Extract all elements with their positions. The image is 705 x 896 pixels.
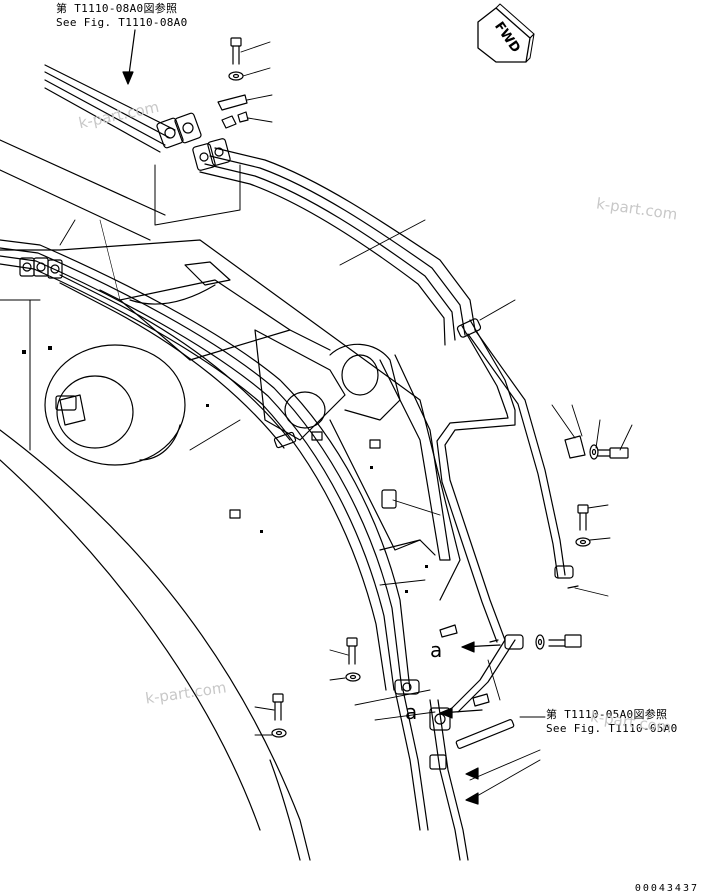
hydraulic-tubes-boom bbox=[0, 239, 411, 691]
document-number: 00043437 bbox=[634, 883, 699, 894]
hydraulic-tubes-upper bbox=[44, 64, 476, 346]
reference-note-bottom: 第 T1110-05A0図参照 See Fig. T1110-05A0 bbox=[546, 708, 678, 736]
boom-foot-boss bbox=[44, 344, 186, 466]
reference-note-top-en: See Fig. T1110-08A0 bbox=[56, 16, 188, 29]
lower-fittings bbox=[394, 634, 524, 770]
reference-bracket-top bbox=[154, 164, 241, 226]
hydraulic-tubes-lower bbox=[394, 639, 516, 861]
bolt-icon bbox=[230, 37, 629, 721]
reference-arrows bbox=[122, 29, 501, 805]
clamp-icon bbox=[273, 318, 574, 579]
reference-note-bottom-en: See Fig. T1110-05A0 bbox=[546, 722, 678, 735]
washer-icon bbox=[228, 71, 599, 738]
reference-note-top: 第 T1110-08A0図参照 See Fig. T1110-08A0 bbox=[56, 2, 188, 30]
boom-body bbox=[0, 139, 461, 861]
boom-top-plate bbox=[99, 261, 331, 361]
mounting-holes bbox=[22, 346, 428, 593]
boom-side-plate bbox=[254, 329, 451, 561]
leader-lines bbox=[59, 41, 633, 801]
fwd-arrow-icon bbox=[477, 3, 535, 63]
detail-mark-a-2: a bbox=[405, 700, 418, 724]
reference-note-top-jp: 第 T1110-08A0図参照 bbox=[56, 2, 178, 15]
reference-note-bottom-jp: 第 T1110-05A0図参照 bbox=[546, 708, 668, 721]
hydraulic-tubes-right bbox=[436, 319, 566, 643]
detail-mark-a-1: a bbox=[430, 638, 443, 662]
tube-flanges-top bbox=[156, 112, 231, 171]
tube-flanges-left bbox=[19, 257, 63, 279]
